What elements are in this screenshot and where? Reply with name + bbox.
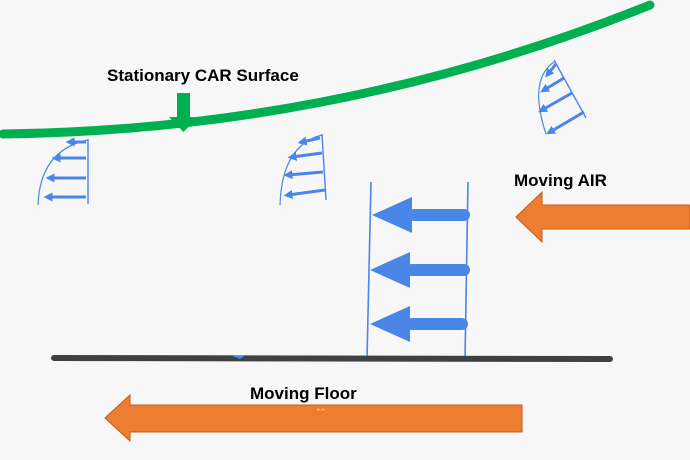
car-surface-curve bbox=[0, 0, 655, 139]
velocity-arrow bbox=[370, 252, 470, 288]
moving-floor-arrow bbox=[104, 393, 523, 443]
velocity-profile-middle bbox=[279, 133, 327, 206]
velocity-arrow bbox=[538, 91, 573, 113]
floor-arrow-caret-mark: ˆˆ bbox=[316, 408, 325, 419]
profile-curve bbox=[538, 61, 555, 135]
profile-curve bbox=[37, 139, 89, 206]
car-surface-label: Stationary CAR Surface bbox=[107, 66, 299, 85]
velocity-profile-left bbox=[37, 137, 89, 206]
moving-floor-line bbox=[51, 355, 613, 362]
moving-air-arrow bbox=[515, 190, 690, 244]
floor-blue-mark bbox=[232, 355, 246, 359]
velocity-arrow bbox=[370, 306, 468, 342]
velocity-arrow bbox=[372, 197, 470, 233]
velocity-arrow bbox=[540, 76, 565, 93]
profile-wall-line bbox=[321, 133, 327, 201]
velocity-arrow bbox=[283, 170, 324, 180]
profile-wall-line bbox=[553, 59, 587, 119]
car-surface-pointer-arrow bbox=[169, 93, 198, 132]
velocity-profile-right bbox=[538, 59, 587, 135]
velocity-arrow bbox=[287, 151, 323, 161]
moving-air-label: Moving AIR bbox=[514, 171, 607, 190]
profile-left-line bbox=[366, 181, 372, 360]
velocity-arrow bbox=[283, 188, 326, 199]
velocity-arrow bbox=[297, 136, 321, 146]
velocity-arrow bbox=[545, 63, 558, 78]
velocity-arrow bbox=[546, 110, 585, 135]
moving-floor-label: Moving Floor bbox=[250, 384, 357, 403]
free-stream-velocity-profile bbox=[366, 181, 470, 360]
